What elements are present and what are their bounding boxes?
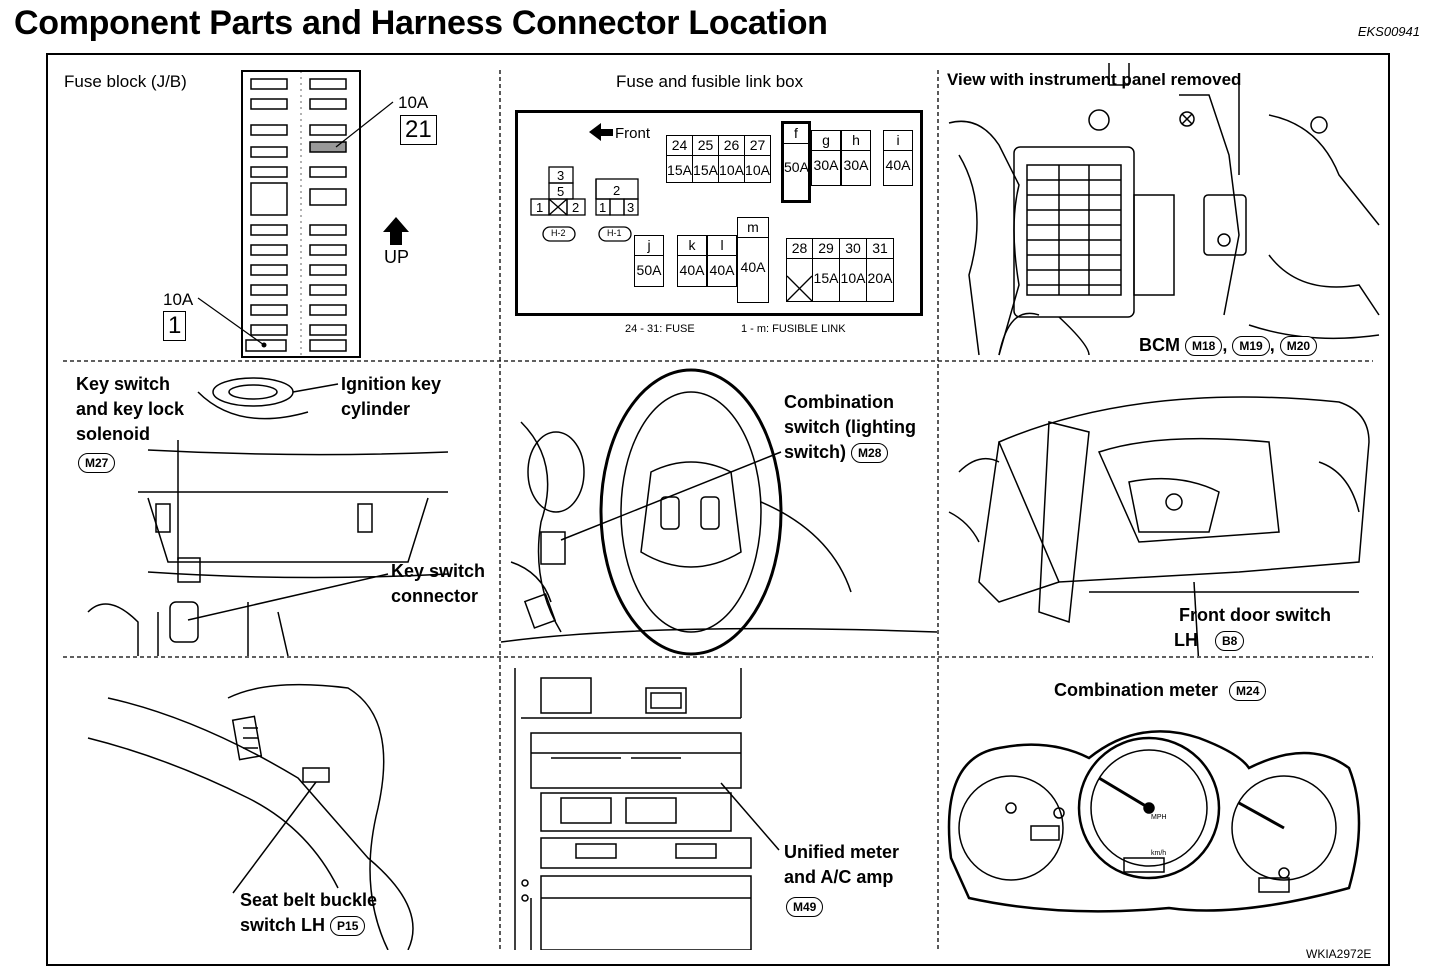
front-door-line-2: LH B8: [1174, 628, 1245, 653]
relay-h2-cell-1: 1: [536, 200, 544, 215]
relay-h2-cell-2: 2: [572, 200, 580, 215]
instrument-panel-panel: View with instrument panel removed: [939, 55, 1388, 360]
fuse-block-panel: Fuse block (J/B): [48, 55, 498, 360]
key-switch-drawing: [87, 377, 449, 656]
up-label: UP: [384, 247, 410, 267]
combination-switch-line-1: Combination: [784, 392, 894, 412]
combination-switch-panel: Combination switch (lighting switch) M28: [501, 362, 937, 656]
fuse-1-amp: 10A: [163, 290, 194, 309]
relay-h1-cell-3: 3: [627, 200, 635, 215]
seat-belt-line-2: switch LH P15: [240, 913, 366, 938]
connector-m19: M19: [1232, 336, 1270, 357]
bcm-label: BCM M18, M19, M20: [1139, 333, 1318, 358]
seat-belt-line-1: Seat belt buckle: [240, 890, 378, 910]
instrument-panel-title: View with instrument panel removed: [947, 70, 1242, 89]
connector-b8: B8: [1215, 631, 1245, 652]
connector-m49: M49: [786, 894, 824, 919]
fuse-link-box-drawing: [530, 123, 813, 302]
ignition-line-1: Ignition key: [341, 374, 442, 394]
speedo-unit-bottom: km/h: [1151, 850, 1167, 857]
relay-h1-cell-1: 1: [599, 200, 607, 215]
connector-m24: M24: [1229, 681, 1267, 702]
fuse-link-box-title: Fuse and fusible link box: [616, 72, 804, 91]
figure-code: WKIA2972E: [1306, 947, 1372, 961]
relay-h2-tag: H-2: [551, 228, 566, 238]
relay-h2-cell-5: 5: [557, 184, 565, 199]
combination-switch-line-3: switch) M28: [784, 440, 889, 465]
fuse-28: 28: [786, 238, 813, 302]
grid-dividers: [63, 70, 1373, 950]
key-switch-connector-badge: M27: [78, 450, 116, 475]
key-switch-line-2: and key lock: [76, 399, 185, 419]
ignition-line-2: cylinder: [341, 399, 411, 419]
console-drawing: [514, 668, 780, 950]
combination-meter-panel: Combination meter M24 MPH km/h: [939, 658, 1388, 950]
legend-fuse: 24 - 31: FUSE: [625, 323, 695, 335]
speedo-unit-top: MPH: [1151, 814, 1167, 821]
relay-h1-tag: H-1: [607, 228, 622, 238]
combination-switch-line-2: switch (lighting: [784, 417, 916, 437]
connector-m28: M28: [851, 443, 889, 464]
front-door-panel: Front door switch LH B8: [939, 362, 1388, 656]
key-switch-line-1: Key switch: [76, 374, 171, 394]
car-door-drawing: [948, 396, 1370, 656]
fuse-1-number: 1: [163, 311, 187, 341]
legend-fusible-link: 1 - m: FUSIBLE LINK: [741, 323, 846, 335]
key-connector-line-2: connector: [391, 586, 479, 606]
relay-h1-cell-2: 2: [613, 183, 621, 198]
fuse-21-amp: 10A: [398, 93, 429, 112]
bcm-drawing: [948, 63, 1380, 356]
fuse-block-title: Fuse block (J/B): [64, 72, 187, 91]
combination-meter-label: Combination meter M24: [1054, 678, 1267, 703]
bcm-text: BCM: [1139, 335, 1180, 355]
seat-belt-panel: Seat belt buckle switch LH P15: [48, 658, 498, 950]
unified-meter-line-2: and A/C amp: [784, 867, 894, 887]
unified-meter-panel: Unified meter and A/C amp M49: [501, 658, 937, 950]
fuse-link-box-panel: Fuse and fusible link box 3 5: [501, 55, 937, 360]
page-title: Component Parts and Harness Connector Lo…: [14, 4, 828, 42]
front-door-line-1: Front door switch: [1179, 605, 1331, 625]
front-label: Front: [615, 125, 651, 142]
connector-p15: P15: [330, 916, 366, 937]
steering-wheel-drawing: [501, 368, 937, 656]
connector-m18: M18: [1185, 336, 1223, 357]
key-switch-line-3: solenoid: [76, 424, 151, 444]
relay-h2-cell-3: 3: [557, 168, 565, 183]
document-code: EKS00941: [1357, 24, 1420, 39]
fuse-link-box-outline: [515, 110, 923, 316]
fuse-block-drawing: [197, 70, 409, 358]
combination-meter-drawing: [947, 730, 1361, 913]
seat-drawing: [87, 683, 414, 950]
diagram-frame: Fuse block (J/B): [46, 53, 1390, 966]
key-switch-panel: Key switch and key lock solenoid M27 Ign…: [48, 362, 498, 656]
fuse-21-number: 21: [400, 115, 437, 145]
connector-m20: M20: [1279, 336, 1318, 357]
unified-meter-line-1: Unified meter: [784, 842, 900, 862]
